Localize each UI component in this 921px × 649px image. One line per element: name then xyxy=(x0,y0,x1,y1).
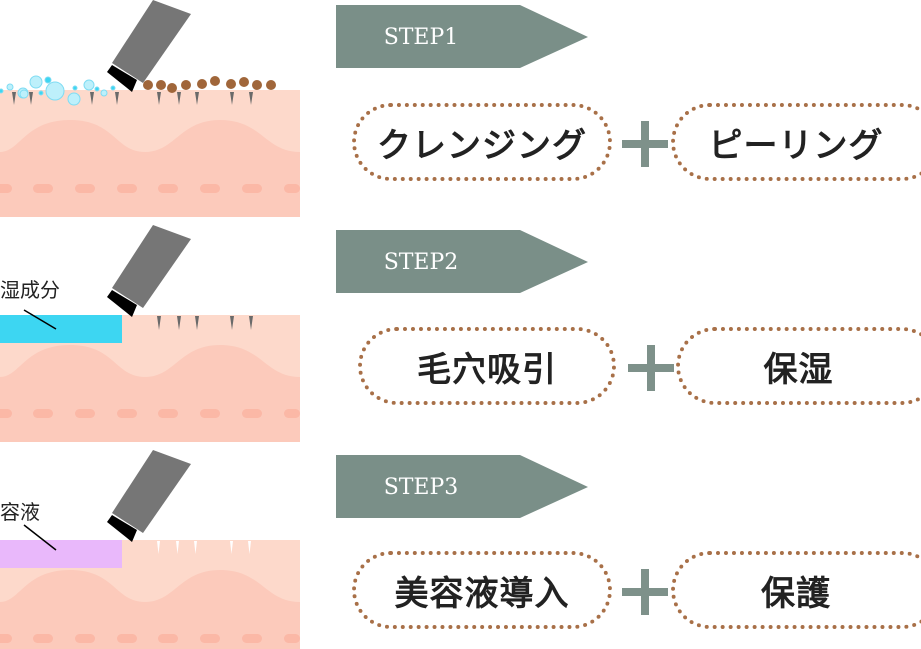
protection-pill: 保護 xyxy=(671,551,921,629)
serum-layer xyxy=(0,540,122,568)
plus-icon xyxy=(622,569,668,615)
moisture-layer xyxy=(0,315,122,343)
device-icon-step1 xyxy=(107,0,191,92)
plus-icon xyxy=(628,345,674,391)
serum-infusion-pill: 美容液導入 xyxy=(352,551,612,629)
step3-label: STEP3 xyxy=(383,475,459,500)
cleansing-pill: クレンジング xyxy=(352,103,612,181)
skin-panel-step1 xyxy=(0,90,300,217)
device-icon-step3 xyxy=(107,450,191,542)
plus-icon xyxy=(622,121,668,167)
label-pointer-line xyxy=(23,309,57,330)
dirt-particles-icon xyxy=(143,76,276,93)
step2-arrow xyxy=(336,230,588,293)
bubbles-icon xyxy=(0,75,116,106)
moisturizing-pill: 保湿 xyxy=(676,327,921,405)
serum-label: 容液 xyxy=(0,500,40,524)
moisture-ingredient-label: 湿成分 xyxy=(0,278,60,302)
pore-spikes-step1 xyxy=(12,92,253,105)
step1-label: STEP1 xyxy=(383,25,459,50)
device-icon-step2 xyxy=(107,225,191,317)
step2-label: STEP2 xyxy=(383,250,459,275)
step1-arrow xyxy=(336,5,588,68)
peeling-pill: ピーリング xyxy=(671,103,921,181)
step3-arrow xyxy=(336,455,588,518)
pore-suction-pill: 毛穴吸引 xyxy=(358,327,616,405)
pores-open-step3 xyxy=(157,541,251,554)
label-pointer-line xyxy=(23,524,57,551)
pore-spikes-step2 xyxy=(157,316,253,330)
